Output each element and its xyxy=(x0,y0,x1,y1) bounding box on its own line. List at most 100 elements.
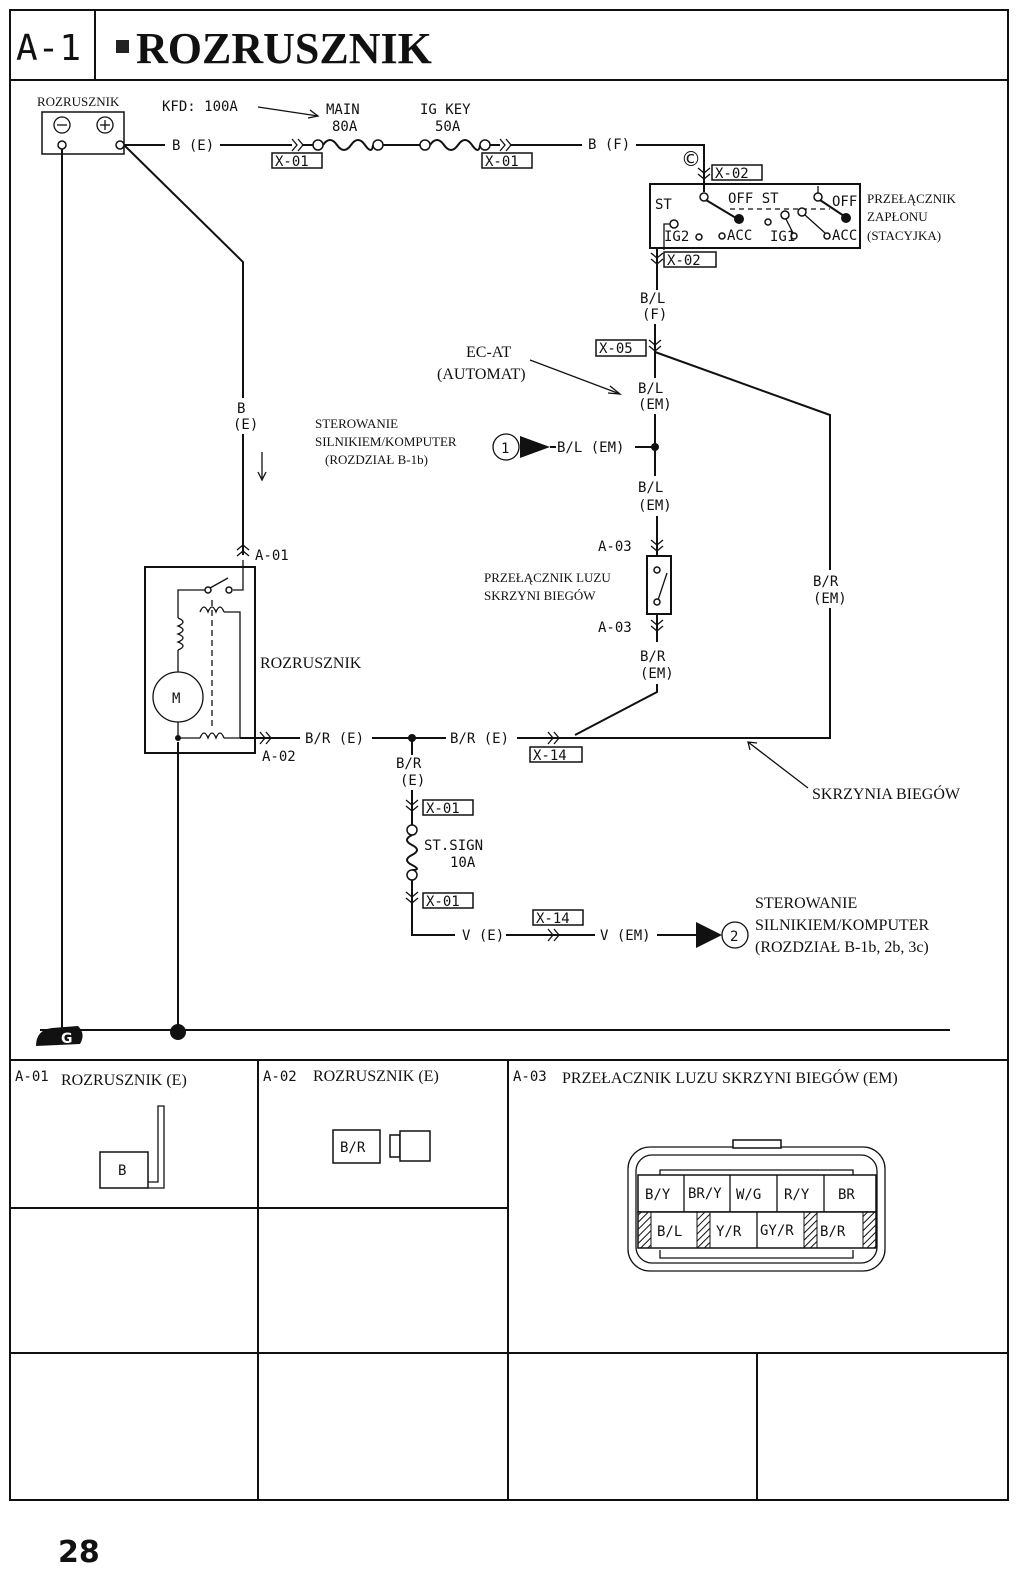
neutral-switch-label: SKRZYNI BIEGÓW xyxy=(484,588,596,603)
starter xyxy=(144,566,256,754)
connector-x02: X-02 xyxy=(667,253,701,269)
switch-ig1: IG1 xyxy=(770,229,795,245)
main-fuse-rating: 80A xyxy=(332,119,358,135)
switch-st: ST xyxy=(655,197,672,213)
c-mark: © xyxy=(681,147,701,171)
ecu2-label: SILNIKIEM/KOMPUTER xyxy=(755,917,930,934)
connector-name: ROZRUSZNIK (E) xyxy=(313,1068,439,1085)
st-sign-fuse-name: ST.SIGN xyxy=(424,838,483,854)
main-fuse-name: MAIN xyxy=(326,102,360,118)
ecu1-label: STEROWANIE xyxy=(315,416,398,431)
connector-x01: X-01 xyxy=(275,154,309,170)
wire-label: B/R xyxy=(813,574,839,590)
battery-label: ROZRUSZNIK xyxy=(37,94,120,109)
connector-a03: A-03 xyxy=(598,620,632,636)
ecu2-number: 2 xyxy=(730,929,738,945)
wire-label: (E) xyxy=(400,773,425,789)
switch-acc: ACC xyxy=(727,228,752,244)
connector-a03-face: B/Y BR/Y W/G R/Y BR B/L Y/R GY/R B/R xyxy=(627,1139,886,1272)
gearbox-label: SKRZYNIA BIEGÓW xyxy=(812,784,961,803)
connector-table xyxy=(10,1059,1008,1500)
st-sign-fuse xyxy=(406,869,418,881)
connector-id: A-03 xyxy=(513,1069,547,1085)
connector-name: PRZEŁACZNIK LUZU SKRZYNI BIEGÓW (EM) xyxy=(562,1068,898,1087)
ig-key-fuse-rating: 50A xyxy=(435,119,461,135)
connector-x02: X-02 xyxy=(715,166,749,182)
wire-label: B/R xyxy=(640,649,666,665)
page-number: 28 xyxy=(58,1535,100,1570)
main-fuse xyxy=(372,139,384,151)
connector-x01: X-01 xyxy=(426,894,460,910)
ecu2-label: STEROWANIE xyxy=(755,895,857,912)
pin-label: BR/Y xyxy=(688,1186,722,1202)
connector-a01: A-01 xyxy=(255,548,289,564)
connector-id: A-02 xyxy=(263,1069,297,1085)
st-sign-fuse-rating: 10A xyxy=(450,855,476,871)
connector-name: ROZRUSZNIK (E) xyxy=(61,1072,187,1089)
ecu2-arrow-icon xyxy=(696,922,722,948)
ecu2-label: (ROZDZIAŁ B-1b, 2b, 3c) xyxy=(755,939,929,956)
wire-label: B/R (E) xyxy=(450,731,509,747)
ecu1-reference xyxy=(492,433,520,461)
neutral-switch-label: PRZEŁĄCZNIK LUZU xyxy=(484,570,611,585)
wire-label: B (F) xyxy=(588,137,630,153)
pin-label: Y/R xyxy=(716,1224,742,1240)
wire-label: B/R xyxy=(396,756,422,772)
pin-label: R/Y xyxy=(784,1187,810,1203)
starter-label: ROZRUSZNIK xyxy=(260,655,362,672)
ignition-switch-label: (STACYJKA) xyxy=(867,228,941,243)
kfd-fuse-label: KFD: 100A xyxy=(162,99,238,115)
ecat-label: (AUTOMAT) xyxy=(437,366,526,383)
wire-label: B xyxy=(237,401,245,417)
switch-off: OFF xyxy=(832,194,857,210)
connector-a02: A-02 xyxy=(262,749,296,765)
connector-x01: X-01 xyxy=(485,154,519,170)
switch-off-st: OFF ST xyxy=(728,191,779,207)
battery xyxy=(41,111,125,155)
wire-label: B/R (E) xyxy=(305,731,364,747)
ecu1-arrow-icon xyxy=(520,436,550,458)
ignition-switch xyxy=(649,183,861,249)
ecu2-reference xyxy=(721,921,749,949)
pin-label: B/L xyxy=(657,1224,682,1240)
ig-key-fuse-name: IG KEY xyxy=(420,102,471,118)
wire-label: B/L (EM) xyxy=(557,440,624,456)
connector-x14: X-14 xyxy=(536,911,570,927)
pin-label: B/R xyxy=(340,1140,366,1156)
wire-label: B/L xyxy=(640,291,665,307)
wire-label: B/L xyxy=(638,381,663,397)
ecat-label: EC-AT xyxy=(466,344,512,361)
pin-label: B/R xyxy=(820,1224,846,1240)
wire-label: (E) xyxy=(233,417,258,433)
junction xyxy=(170,1024,186,1040)
wire-label: B/L xyxy=(638,480,663,496)
ground-label: G xyxy=(61,1031,73,1047)
connector-id: A-01 xyxy=(15,1069,49,1085)
pin-label: GY/R xyxy=(760,1223,794,1239)
pin-label: B xyxy=(118,1163,126,1179)
wire-label: (EM) xyxy=(640,666,674,682)
arrow-down-icon xyxy=(257,452,267,482)
page-title: ROZRUSZNIK xyxy=(136,24,432,73)
wire-label: (EM) xyxy=(813,591,847,607)
ignition-switch-label: ZAPŁONU xyxy=(867,209,928,224)
wire-label: B (E) xyxy=(172,138,214,154)
wire-label: V (EM) xyxy=(600,928,651,944)
connector-x01: X-01 xyxy=(426,801,460,817)
ecu1-label: (ROZDZIAŁ B-1b) xyxy=(325,452,428,467)
wire-label: (F) xyxy=(642,307,667,323)
ignition-switch-label: PRZEŁĄCZNIK xyxy=(867,191,956,206)
ig-key-fuse xyxy=(479,139,491,151)
wire-label: (EM) xyxy=(638,397,672,413)
ecu1-label: SILNIKIEM/KOMPUTER xyxy=(315,434,457,449)
connector-x05: X-05 xyxy=(599,341,633,357)
connector-a02-face: B/R xyxy=(332,1129,431,1164)
pin-label: B/Y xyxy=(645,1187,671,1203)
wire-label: V (E) xyxy=(462,928,504,944)
pin-label: BR xyxy=(838,1187,855,1203)
neutral-switch xyxy=(646,555,672,615)
motor-label: M xyxy=(172,691,180,707)
connector-a01-face: B xyxy=(99,1105,165,1189)
section-id: A-1 xyxy=(16,28,81,69)
